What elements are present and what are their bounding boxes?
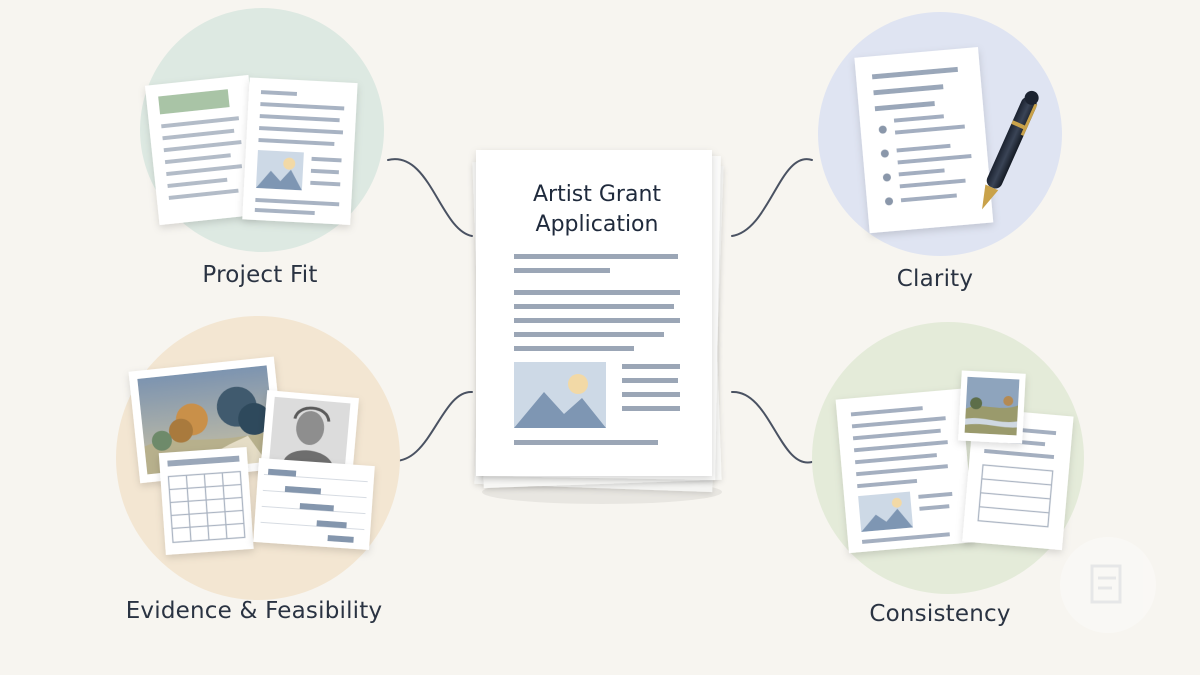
connector-project-fit [387, 158, 473, 237]
pen-icon [982, 90, 1039, 210]
doc-line [514, 290, 680, 295]
doc-line [514, 268, 610, 273]
doc-line [514, 304, 674, 309]
connector-clarity [731, 158, 813, 237]
doc-line [514, 254, 678, 259]
grant-application-document [472, 150, 724, 504]
doc-line [622, 392, 680, 397]
label-clarity: Clarity [896, 266, 974, 292]
doc-image-placeholder [514, 362, 606, 428]
consistency-illustration [812, 322, 1084, 594]
document-title-line1: Artist Grant [532, 182, 662, 207]
doc-line [514, 440, 658, 445]
doc-line [514, 332, 664, 337]
doc-line [514, 346, 634, 351]
document-title-line2: Application [535, 212, 659, 237]
connector-evidence [387, 390, 473, 462]
label-project-fit: Project Fit [202, 262, 318, 288]
doc-line [622, 406, 680, 411]
document-title: Artist Grant Application [486, 180, 708, 240]
connectors [387, 158, 813, 464]
doc-line [514, 318, 680, 323]
clarity-illustration [818, 12, 1062, 256]
label-evidence-feasibility: Evidence & Feasibility [125, 598, 383, 624]
doc-line [622, 364, 680, 369]
connector-consistency [731, 390, 813, 464]
watermark-logo [1060, 537, 1156, 633]
project-fit-illustration [140, 8, 384, 252]
doc-line [622, 378, 678, 383]
evidence-illustration [116, 316, 400, 600]
label-consistency: Consistency [869, 601, 1011, 627]
